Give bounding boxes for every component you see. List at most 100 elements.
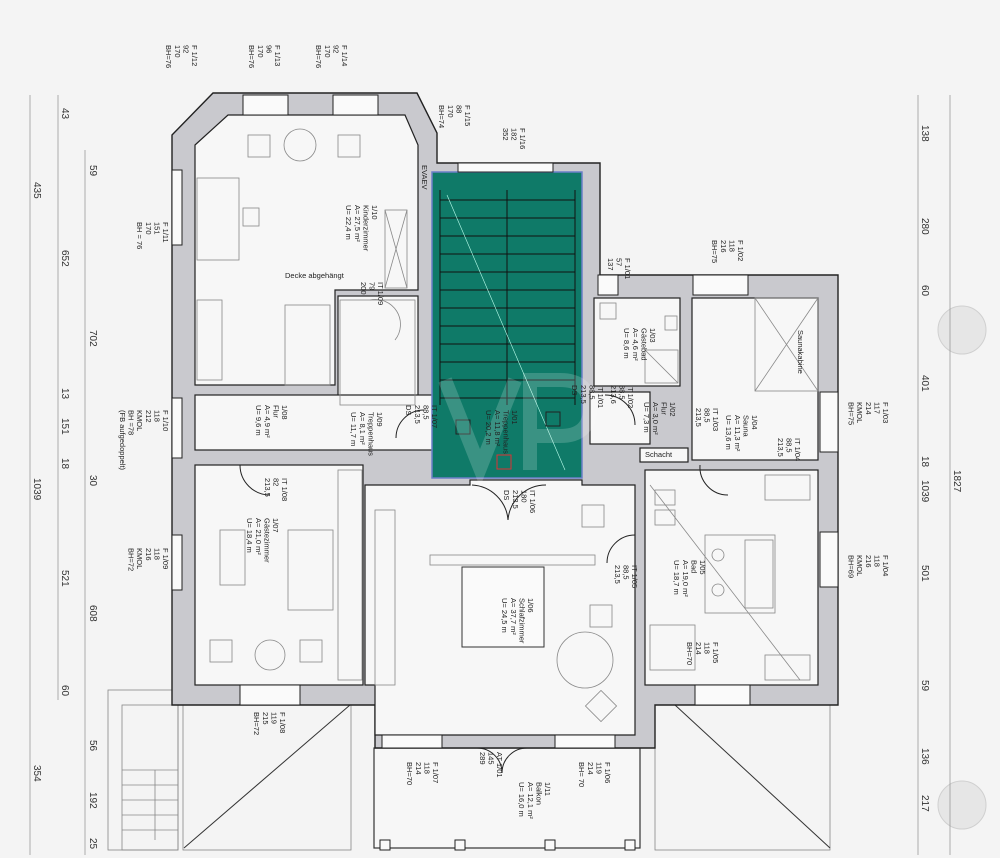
window-label-line: F 1/06	[603, 762, 612, 783]
dimension-value: 25	[87, 838, 98, 850]
door-label-line: IT 1/05	[630, 565, 639, 588]
door-label-line: IT 1/04	[793, 438, 802, 461]
punch-hole	[937, 780, 987, 830]
door-label-line: 180	[519, 490, 528, 503]
windows	[171, 94, 839, 749]
door-label-line: IT 1/06	[528, 490, 537, 513]
room-label-line: U= 13,6 m	[724, 415, 733, 450]
door-label-line: IT 1/01	[596, 385, 605, 408]
window-label-line: F 1/07	[431, 762, 440, 783]
window-label-line: 88	[454, 105, 463, 113]
window-label-line: KMOL	[135, 548, 144, 569]
window-label-line: 118	[152, 410, 161, 422]
door-label-line: 213,5	[694, 408, 703, 427]
room-label-line: Balkon	[534, 782, 543, 805]
window-label-line: F 1/12	[190, 45, 199, 66]
window-label: F 1/1396170BH=76	[247, 45, 282, 68]
dimension-value: 13	[59, 388, 70, 400]
door-label-line: 213,5	[613, 565, 622, 584]
dimension-value: 1827	[951, 470, 962, 493]
dimension-value: 30	[87, 475, 98, 487]
window-label-line: KMOL	[135, 410, 144, 431]
door-label-line: IT 1/02	[626, 385, 635, 408]
window-label: F 1/1492170BH=76	[314, 45, 349, 68]
door-label-line: 213,5	[511, 490, 520, 509]
window-label: F 1/16182352	[501, 128, 527, 149]
window-label-line: 118	[422, 762, 431, 774]
note-label: EVAEV	[420, 165, 429, 189]
window-label-line: 214	[586, 762, 595, 775]
room-label: 1/05BadA= 19,0 m²U= 18,7 m	[672, 560, 707, 597]
room-label-line: 1/11	[543, 782, 552, 796]
room-schacht	[639, 447, 689, 463]
window-label-line: 170	[323, 45, 332, 58]
room-label-line: Schlafzimmer	[517, 598, 526, 644]
room-label-line: 1/03	[648, 328, 657, 343]
window-label: F 1/08119215BH=72	[252, 712, 287, 735]
door-label: IT 1/0288,5213,6	[609, 385, 635, 408]
dimension-value: 702	[87, 330, 98, 347]
dimension-value: 521	[59, 570, 70, 587]
dimension-value: 60	[59, 685, 70, 697]
door-label-line: 213,5	[263, 478, 272, 497]
room-label: 1/11BalkonA= 12,1 m²U= 16,0 m	[517, 782, 552, 819]
window-label: F 1/0157137	[606, 258, 632, 279]
window-label-line: 118	[872, 555, 881, 567]
dimension-value: 1039	[31, 478, 42, 501]
room-label-line: U= 18,4 m	[245, 518, 254, 553]
window-label-line: 170	[144, 222, 153, 235]
room-label-line: Gästezimmer	[262, 518, 271, 563]
room-label-line: A= 21,0 m²	[254, 518, 263, 555]
room-label-line: A= 12,1 m²	[526, 782, 535, 819]
dimension-value: 608	[87, 605, 98, 622]
window-label-line: F 1/16	[518, 128, 527, 149]
room-label-line: 1/04	[750, 415, 759, 430]
watermark-logo	[438, 373, 598, 487]
room-label: 1/03GästebadA= 4,6 m²U= 8,6 m	[622, 328, 657, 361]
dimension-value: 59	[919, 680, 930, 692]
window-label-line: BH =78	[127, 410, 136, 435]
door-label-line: IT 1/07	[430, 405, 439, 428]
window-label: F 1/04118216KMOLBH=69	[847, 555, 891, 578]
dimension-value: 280	[919, 218, 930, 235]
window-label-line: 215	[261, 712, 270, 725]
window-label-line: 214	[694, 642, 703, 655]
dimension-value: 501	[919, 565, 930, 582]
window-label: F 1/07118214BH=70	[405, 762, 440, 785]
dimension-value: 56	[87, 740, 98, 752]
room-label-line: U= 16,0 m	[517, 782, 526, 817]
door-label: IT 1/0788,5213,5DS	[404, 405, 439, 428]
exterior-stair	[107, 689, 179, 851]
window-label-line: BH = 76	[135, 222, 144, 249]
room-label-line: U= 20,2 m	[484, 410, 493, 445]
stair-steps	[439, 190, 576, 405]
window-label-line: 119	[269, 712, 278, 724]
door-label: IT 1/0882213,5	[263, 478, 289, 501]
window-label-line: F 1/05	[711, 642, 720, 663]
room-label-line: U= 22,4 m	[344, 205, 353, 240]
dimension-value: 18	[919, 456, 930, 468]
window-label-line: BH=74	[437, 105, 446, 128]
room-label-line: 1/07	[271, 518, 280, 533]
room-label-line: A= 37,7 m²	[509, 598, 518, 635]
room-label: 1/09TreppenhausA= 8,1 m²U= 11,7 m	[349, 412, 384, 456]
room-label-line: A= 4,6 m²	[631, 328, 640, 361]
room-label-line: A= 11,3 m²	[733, 415, 742, 452]
window-label-line: BH=72	[252, 712, 261, 735]
punch-hole	[937, 305, 987, 355]
room-label-line: 1/01	[510, 410, 519, 425]
dimension-lines	[29, 95, 951, 855]
window-label: F 1/06119214BH= 70	[577, 762, 612, 787]
room-label-line: Flur	[271, 405, 280, 418]
door-label: IT 1/0588,5213,5	[613, 565, 639, 588]
window-label-line: 137	[606, 258, 615, 271]
room-label-line: 1/05	[698, 560, 707, 575]
room-label: 1/10KinderzimmerA= 27,5 m²U= 22,4 m	[344, 205, 379, 252]
room-flur-1-02	[589, 391, 651, 445]
room-label-line: 1/10	[370, 205, 379, 220]
room-label-line: Treppenhaus	[366, 412, 375, 456]
window-label-line: BH=70	[685, 642, 694, 665]
balcony	[373, 747, 641, 851]
window-label-line: BH=76	[247, 45, 256, 68]
